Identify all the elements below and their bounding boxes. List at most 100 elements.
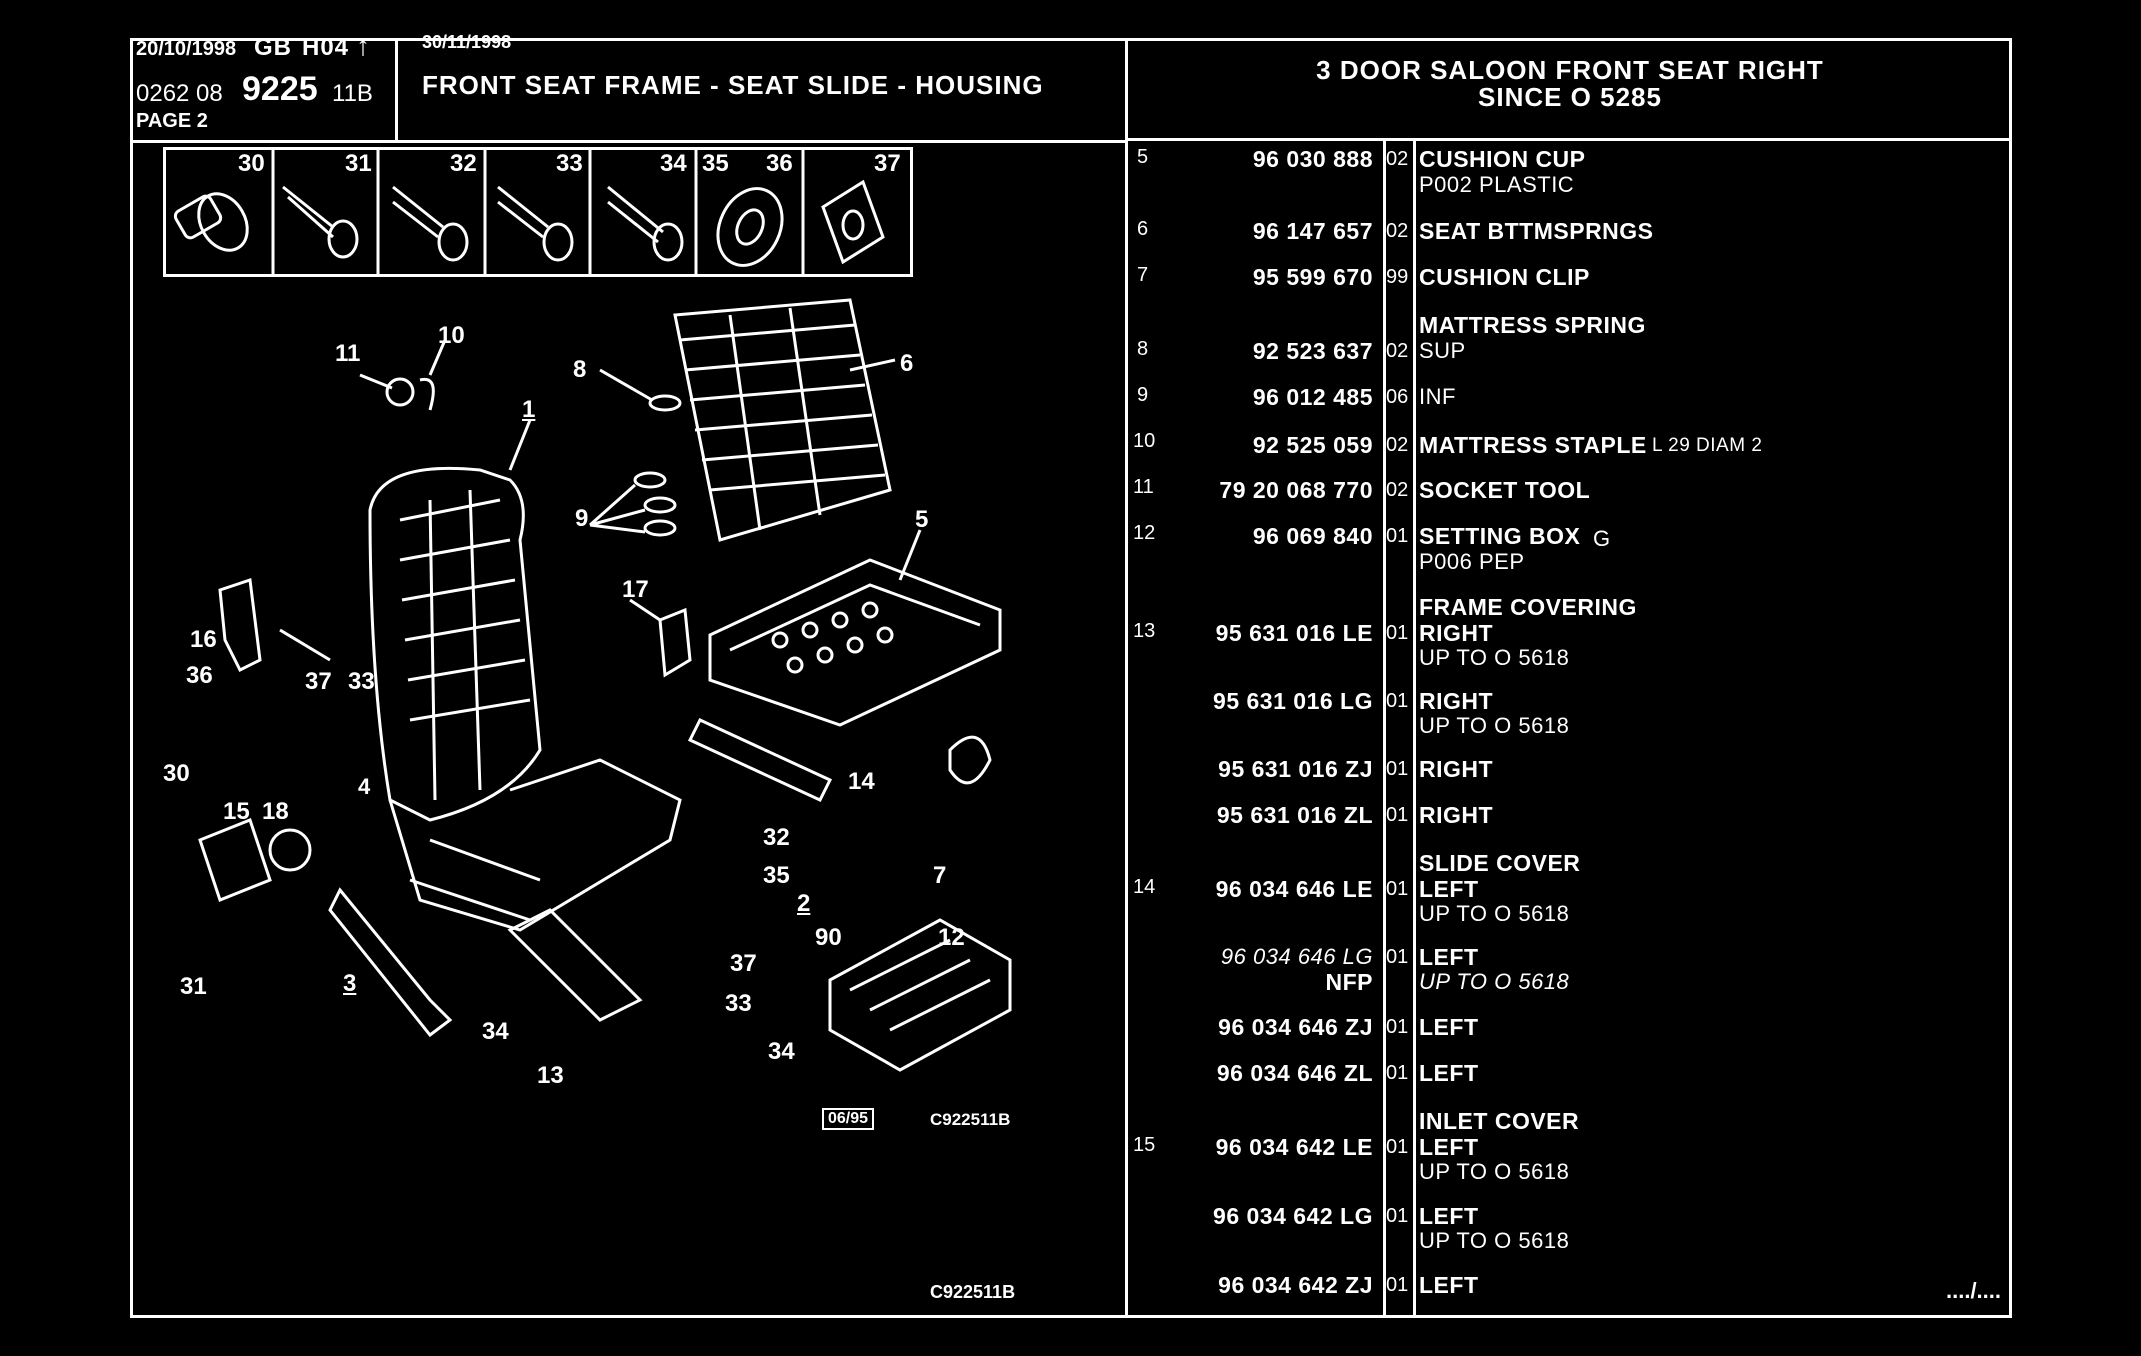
fastener-label-34: 34	[660, 150, 687, 177]
callout-30: 30	[163, 760, 190, 787]
part-desc: CUSHION CLIP	[1419, 264, 1590, 290]
part-desc: SOCKET TOOL	[1419, 477, 1591, 503]
qty-col-left-line	[1383, 138, 1386, 1318]
lang-code: GB	[254, 34, 292, 61]
nfp-flag: NFP	[1325, 969, 1373, 995]
fastener-label-31: 31	[345, 150, 372, 177]
callout-14: 14	[848, 768, 875, 795]
group-heading-inlet-cover: INLET COVER	[1419, 1108, 1580, 1134]
part-desc: LEFT	[1419, 1014, 1479, 1040]
part-qty: 01	[1386, 804, 1409, 826]
row-index: 10	[1133, 430, 1156, 452]
callout-15: 15	[223, 798, 250, 825]
part-desc: CUSHION CUP	[1419, 146, 1586, 172]
callout-12: 12	[938, 924, 965, 951]
row-index: 15	[1133, 1134, 1156, 1156]
date-stamp: 06/95	[822, 1108, 875, 1130]
callout-5: 5	[915, 506, 929, 533]
row-index: 7	[1137, 264, 1149, 286]
right-title-line2: SINCE O 5285	[1478, 82, 1662, 112]
part-number[interactable]: 95 631 016 LE	[1215, 620, 1373, 646]
part-qty: 01	[1386, 1136, 1409, 1158]
right-header-bottom-line	[1125, 138, 2012, 141]
part-number[interactable]: 92 525 059	[1252, 432, 1373, 458]
arrow-up-icon: ↑	[356, 30, 371, 61]
continuation-marker[interactable]: ..../....	[1946, 1278, 2002, 1303]
callout-33: 33	[348, 668, 375, 695]
part-sub: UP TO O 5618	[1419, 1159, 1570, 1184]
part-desc: LEFT	[1419, 944, 1479, 970]
fastener-label-33: 33	[556, 150, 583, 177]
part-number[interactable]: 96 030 888	[1252, 146, 1373, 172]
part-number[interactable]: 95 599 670	[1252, 264, 1373, 290]
part-desc: LEFT	[1419, 1060, 1479, 1086]
part-qty: 01	[1386, 758, 1409, 780]
fastener-strip	[163, 147, 913, 277]
callout-36: 36	[186, 662, 213, 689]
part-number[interactable]: 92 523 637	[1252, 338, 1373, 364]
part-qty: 02	[1386, 220, 1409, 242]
part-sub: UP TO O 5618	[1419, 901, 1570, 926]
part-number[interactable]: 96 034 642 LG	[1213, 1203, 1373, 1229]
row-index: 5	[1137, 146, 1149, 168]
part-number[interactable]: 96 034 646 LE	[1215, 876, 1373, 902]
group-heading-mattress-spring: MATTRESS SPRING	[1419, 312, 1646, 338]
callout-33b: 33	[725, 990, 752, 1017]
date-left: 20/10/1998	[136, 38, 237, 60]
row-index: 11	[1133, 476, 1154, 498]
part-desc: SEAT BTTMSPRNGS	[1419, 218, 1654, 244]
part-number[interactable]: 96 034 646 ZL	[1216, 1060, 1373, 1086]
row-index: 14	[1133, 876, 1156, 898]
center-divider	[1125, 38, 1128, 1318]
h-code: H04	[302, 34, 350, 61]
callout-17: 17	[622, 576, 649, 603]
part-desc: RIGHT	[1419, 756, 1494, 782]
part-number[interactable]: 96 034 642 LE	[1215, 1134, 1373, 1160]
part-number[interactable]: 96 012 485	[1252, 384, 1373, 410]
row-index: 8	[1137, 338, 1149, 360]
callout-90: 90	[815, 924, 842, 951]
part-number[interactable]: 96 034 646 ZJ	[1218, 1014, 1373, 1040]
part-number[interactable]: 96 147 657	[1252, 218, 1373, 244]
header-bottom-line	[130, 140, 1125, 143]
part-qty: 01	[1386, 690, 1409, 712]
part-desc: RIGHT	[1419, 688, 1494, 714]
part-desc: SETTING BOX	[1419, 523, 1581, 549]
part-qty: 01	[1386, 946, 1409, 968]
fastener-label-36: 36	[766, 150, 793, 177]
row-index: 9	[1137, 384, 1149, 406]
part-desc: LEFT	[1419, 876, 1479, 902]
right-title-line1: 3 DOOR SALOON FRONT SEAT RIGHT	[1316, 55, 1824, 85]
callout-13: 13	[537, 1062, 564, 1089]
part-number[interactable]: 95 631 016 LG	[1213, 688, 1373, 714]
callout-10: 10	[438, 322, 465, 349]
callout-16: 16	[190, 626, 217, 653]
callout-8: 8	[573, 356, 587, 383]
part-sub: L 29 DIAM 2	[1652, 435, 1763, 456]
fastener-strip-drawing	[173, 147, 885, 277]
catalog-frame	[130, 38, 2012, 1318]
callout-4: 4	[358, 774, 371, 799]
part-qty: 02	[1386, 479, 1409, 501]
part-number[interactable]: 96 034 646 LG	[1220, 944, 1373, 969]
callout-35: 35	[763, 862, 790, 889]
part-qty: 06	[1386, 386, 1409, 408]
part-number[interactable]: 79 20 068 770	[1219, 477, 1373, 503]
part-number[interactable]: 95 631 016 ZJ	[1218, 756, 1373, 782]
part-number[interactable]: 96 069 840	[1252, 523, 1373, 549]
part-desc: LEFT	[1419, 1203, 1479, 1229]
page-label: PAGE 2	[136, 110, 208, 132]
part-sub: UP TO O 5618	[1419, 713, 1570, 738]
fastener-label-30: 30	[238, 150, 265, 177]
part-number[interactable]: 95 631 016 ZL	[1216, 802, 1373, 828]
row-index: 13	[1133, 620, 1156, 642]
part-number[interactable]: 96 034 642 ZJ	[1218, 1272, 1373, 1298]
ref-main: 9225	[242, 70, 318, 108]
part-sub: SUP	[1419, 338, 1466, 363]
part-qty: 01	[1386, 1274, 1409, 1296]
callout-9: 9	[575, 505, 589, 532]
part-qty: 01	[1386, 525, 1409, 547]
callout-18: 18	[262, 798, 289, 825]
callout-32: 32	[763, 824, 790, 851]
header-divider-1	[395, 38, 398, 141]
